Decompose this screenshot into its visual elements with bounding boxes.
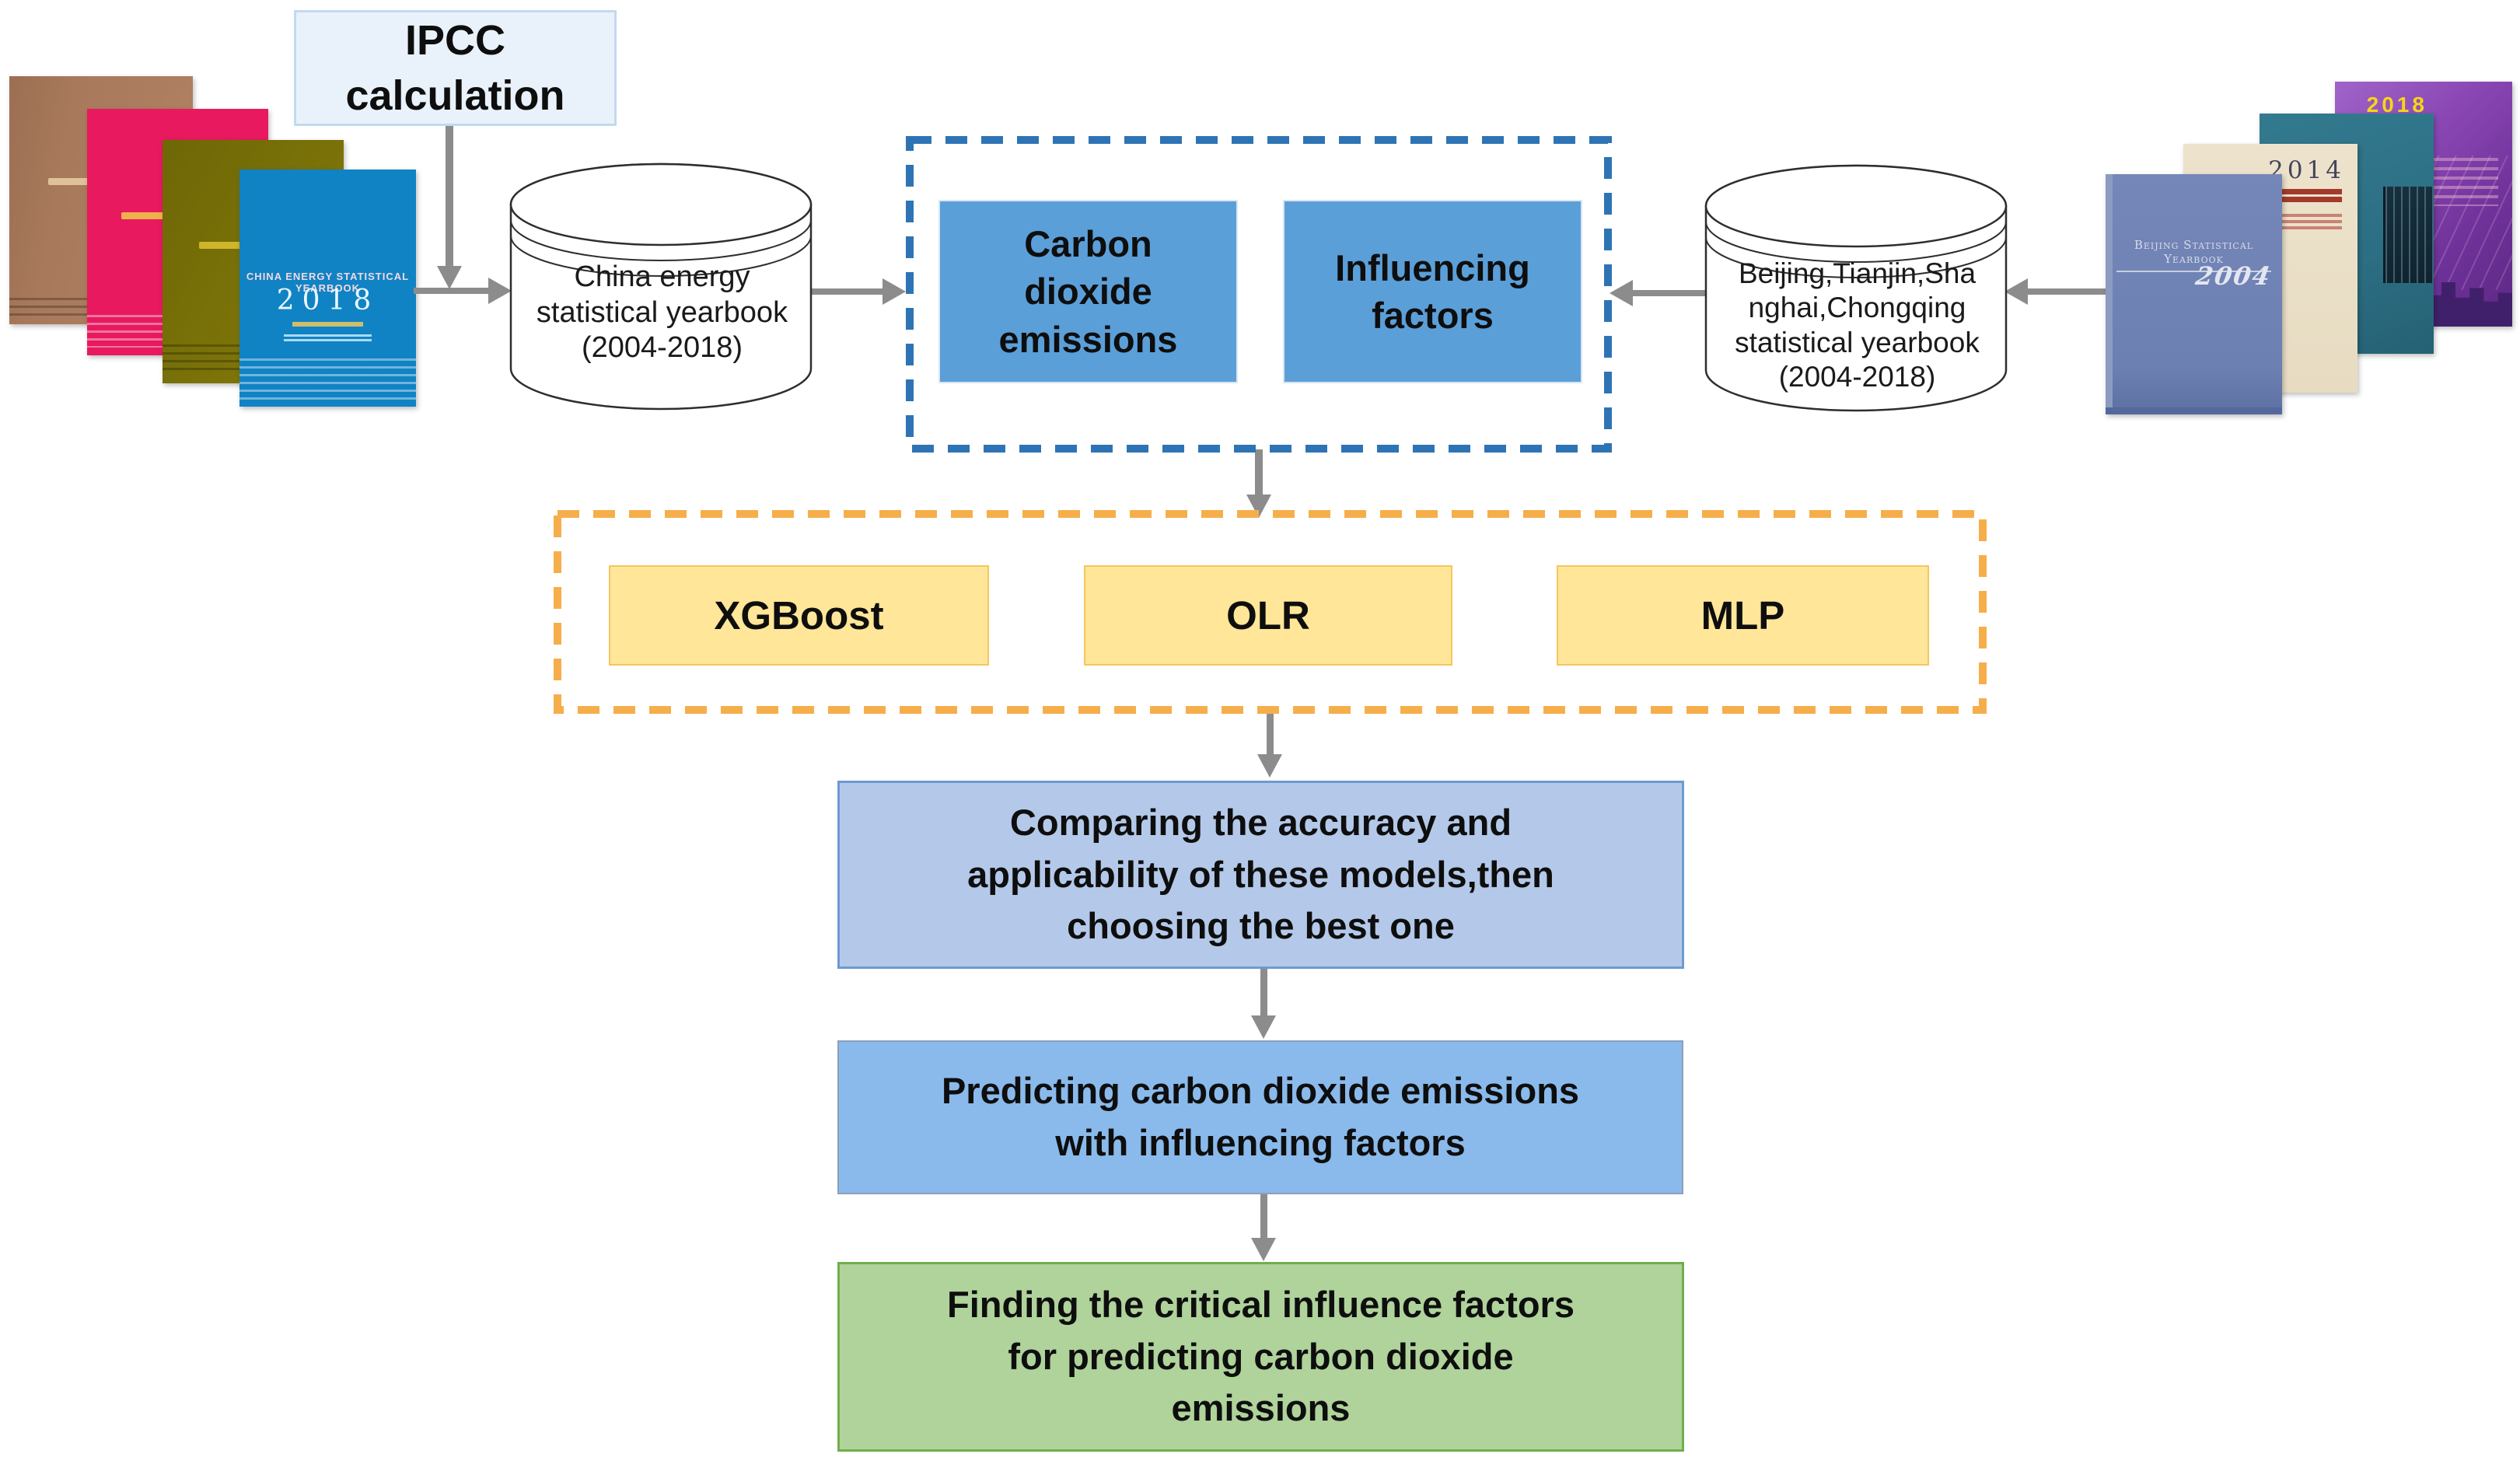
book-stripes [239,358,416,402]
book-publisher-bar [283,334,372,342]
arrow-right-icon [488,278,512,304]
book-bottom-strip [2106,407,2282,414]
energy-db-label: China energy statistical yearbook (2004-… [536,260,788,365]
arrow-down-icon [1257,754,1282,778]
xgboost-label: XGBoost [714,593,884,638]
arrow-left-icon [2004,278,2028,305]
ipcc-calculation-box: IPCC calculation [294,10,617,126]
book-title-bar [121,212,173,220]
book-year: 2018 [2366,93,2427,117]
book-title-bar [47,177,103,185]
book-title-bar [198,242,244,250]
find-critical-factors-label: Finding the critical influence factors f… [947,1283,1575,1429]
predict-emissions-step-box: Predicting carbon dioxide emissions with… [837,1040,1683,1194]
influencing-factors-label: Influencing factors [1335,246,1530,336]
models-group-dashed-frame [554,510,1987,714]
arrow-compare-to-predict-line [1260,969,1267,1015]
yearbook-cover-beijing-2004: Beijing Statistical Yearbook 2004 [2106,174,2282,414]
arrow-right-icon [883,278,906,305]
olr-label: OLR [1226,593,1310,638]
xgboost-model-box: XGBoost [609,565,989,666]
database-icon [509,163,813,411]
arrow-predict-to-find-line [1260,1194,1267,1238]
city-db-label: Beijing,Tianjin,Sha nghai,Chongqing stat… [1735,257,1980,393]
compare-models-label: Comparing the accuracy and applicability… [967,801,1554,947]
arrow-down-icon [1251,1238,1276,1261]
book-year: 2004 [2193,261,2274,291]
book-subtitle-bar [292,322,363,327]
olr-model-box: OLR [1084,565,1452,666]
influencing-factors-box: Influencing factors [1283,200,1582,383]
city-photo-panel [2383,187,2433,283]
book-title: CHINA ENERGY STATISTICAL YEARBOOK [246,271,410,294]
arrow-ipcc-down-line [446,126,453,266]
database-icon [1704,164,2008,412]
arrow-books-to-energy-db-line [414,288,489,294]
arrow-left-icon [1610,280,1633,306]
book-title: Beijing Statistical Yearbook [2116,238,2272,272]
arrow-data-to-models-line [1255,449,1263,495]
arrow-books-to-city-db-line [2028,288,2106,295]
find-critical-factors-step-box: Finding the critical influence factors f… [837,1262,1684,1452]
arrow-down-icon [1251,1015,1276,1039]
carbon-dioxide-emissions-box: Carbon dioxide emissions [938,200,1238,383]
carbon-dioxide-emissions-label: Carbon dioxide emissions [998,223,1178,360]
book-spine [2106,174,2113,414]
mlp-label: MLP [1700,593,1785,638]
yearbook-cover-china-energy-2018: CHINA ENERGY STATISTICAL YEARBOOK 2018 [239,170,416,407]
mlp-model-box: MLP [1557,565,1929,666]
book-year: 2018 [276,285,379,316]
predict-emissions-label: Predicting carbon dioxide emissions with… [941,1070,1580,1163]
compare-models-step-box: Comparing the accuracy and applicability… [837,781,1684,969]
arrow-down-icon [437,266,462,289]
arrow-city-db-to-data-line [1633,290,1707,296]
arrow-models-to-compare-line [1267,709,1274,754]
ipcc-calculation-label: IPCC calculation [345,17,565,119]
arrow-energy-db-to-data-line [811,288,883,295]
